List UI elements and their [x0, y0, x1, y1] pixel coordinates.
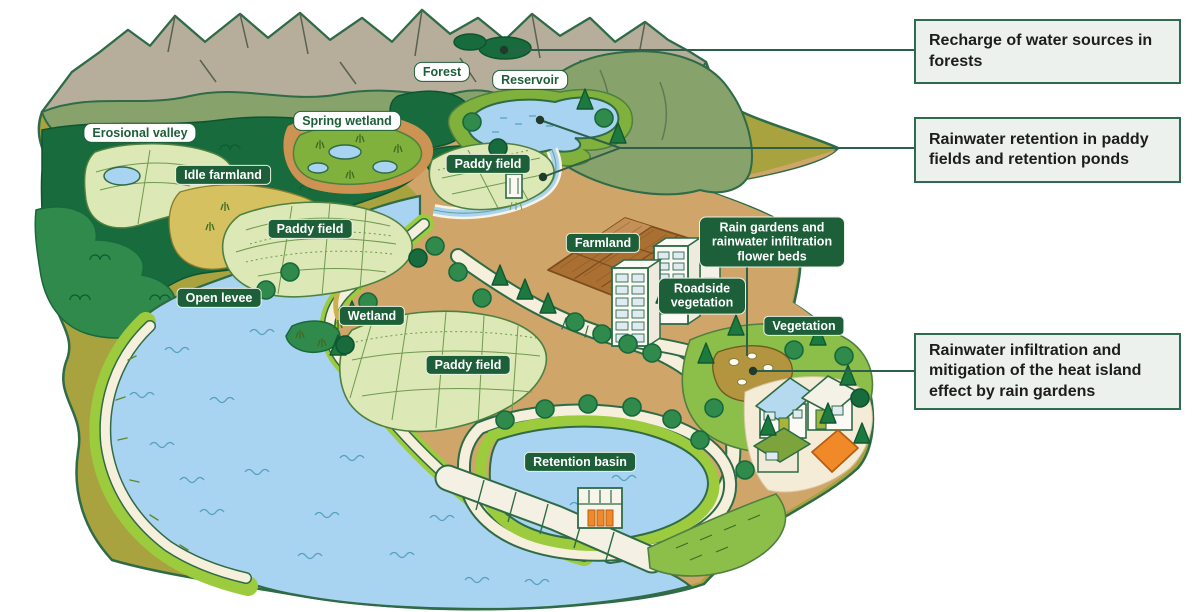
- label-paddy-field-lower: Paddy field: [425, 354, 511, 376]
- label-wetland: Wetland: [338, 305, 406, 327]
- label-rain-gardens: Rain gardens and rainwater infiltration …: [699, 216, 845, 268]
- label-roadside-vegetation: Roadside vegetation: [658, 277, 746, 315]
- label-paddy-field-left: Paddy field: [267, 218, 353, 240]
- label-vegetation: Vegetation: [763, 315, 845, 337]
- dam: [434, 464, 787, 577]
- callout-forest-recharge: Recharge of water sources in forests: [914, 19, 1181, 84]
- label-reservoir: Reservoir: [492, 69, 568, 91]
- label-farmland: Farmland: [565, 232, 641, 254]
- callout-rain-garden-infiltration: Rainwater infiltration and mitigation of…: [914, 333, 1181, 410]
- label-open-levee: Open levee: [176, 287, 262, 309]
- label-spring-wetland: Spring wetland: [293, 110, 401, 132]
- label-erosional-valley: Erosional valley: [83, 122, 197, 144]
- label-idle-farmland: Idle farmland: [175, 164, 271, 186]
- label-paddy-field-upper: Paddy field: [445, 153, 531, 175]
- southwest-levee: [89, 312, 258, 596]
- label-retention-basin: Retention basin: [524, 451, 636, 473]
- leader-lines: [499, 45, 914, 376]
- callout-paddy-retention: Rainwater retention in paddy fields and …: [914, 117, 1181, 183]
- houses: [743, 375, 873, 493]
- label-forest: Forest: [413, 61, 471, 83]
- spring-wetland-area: [283, 112, 434, 194]
